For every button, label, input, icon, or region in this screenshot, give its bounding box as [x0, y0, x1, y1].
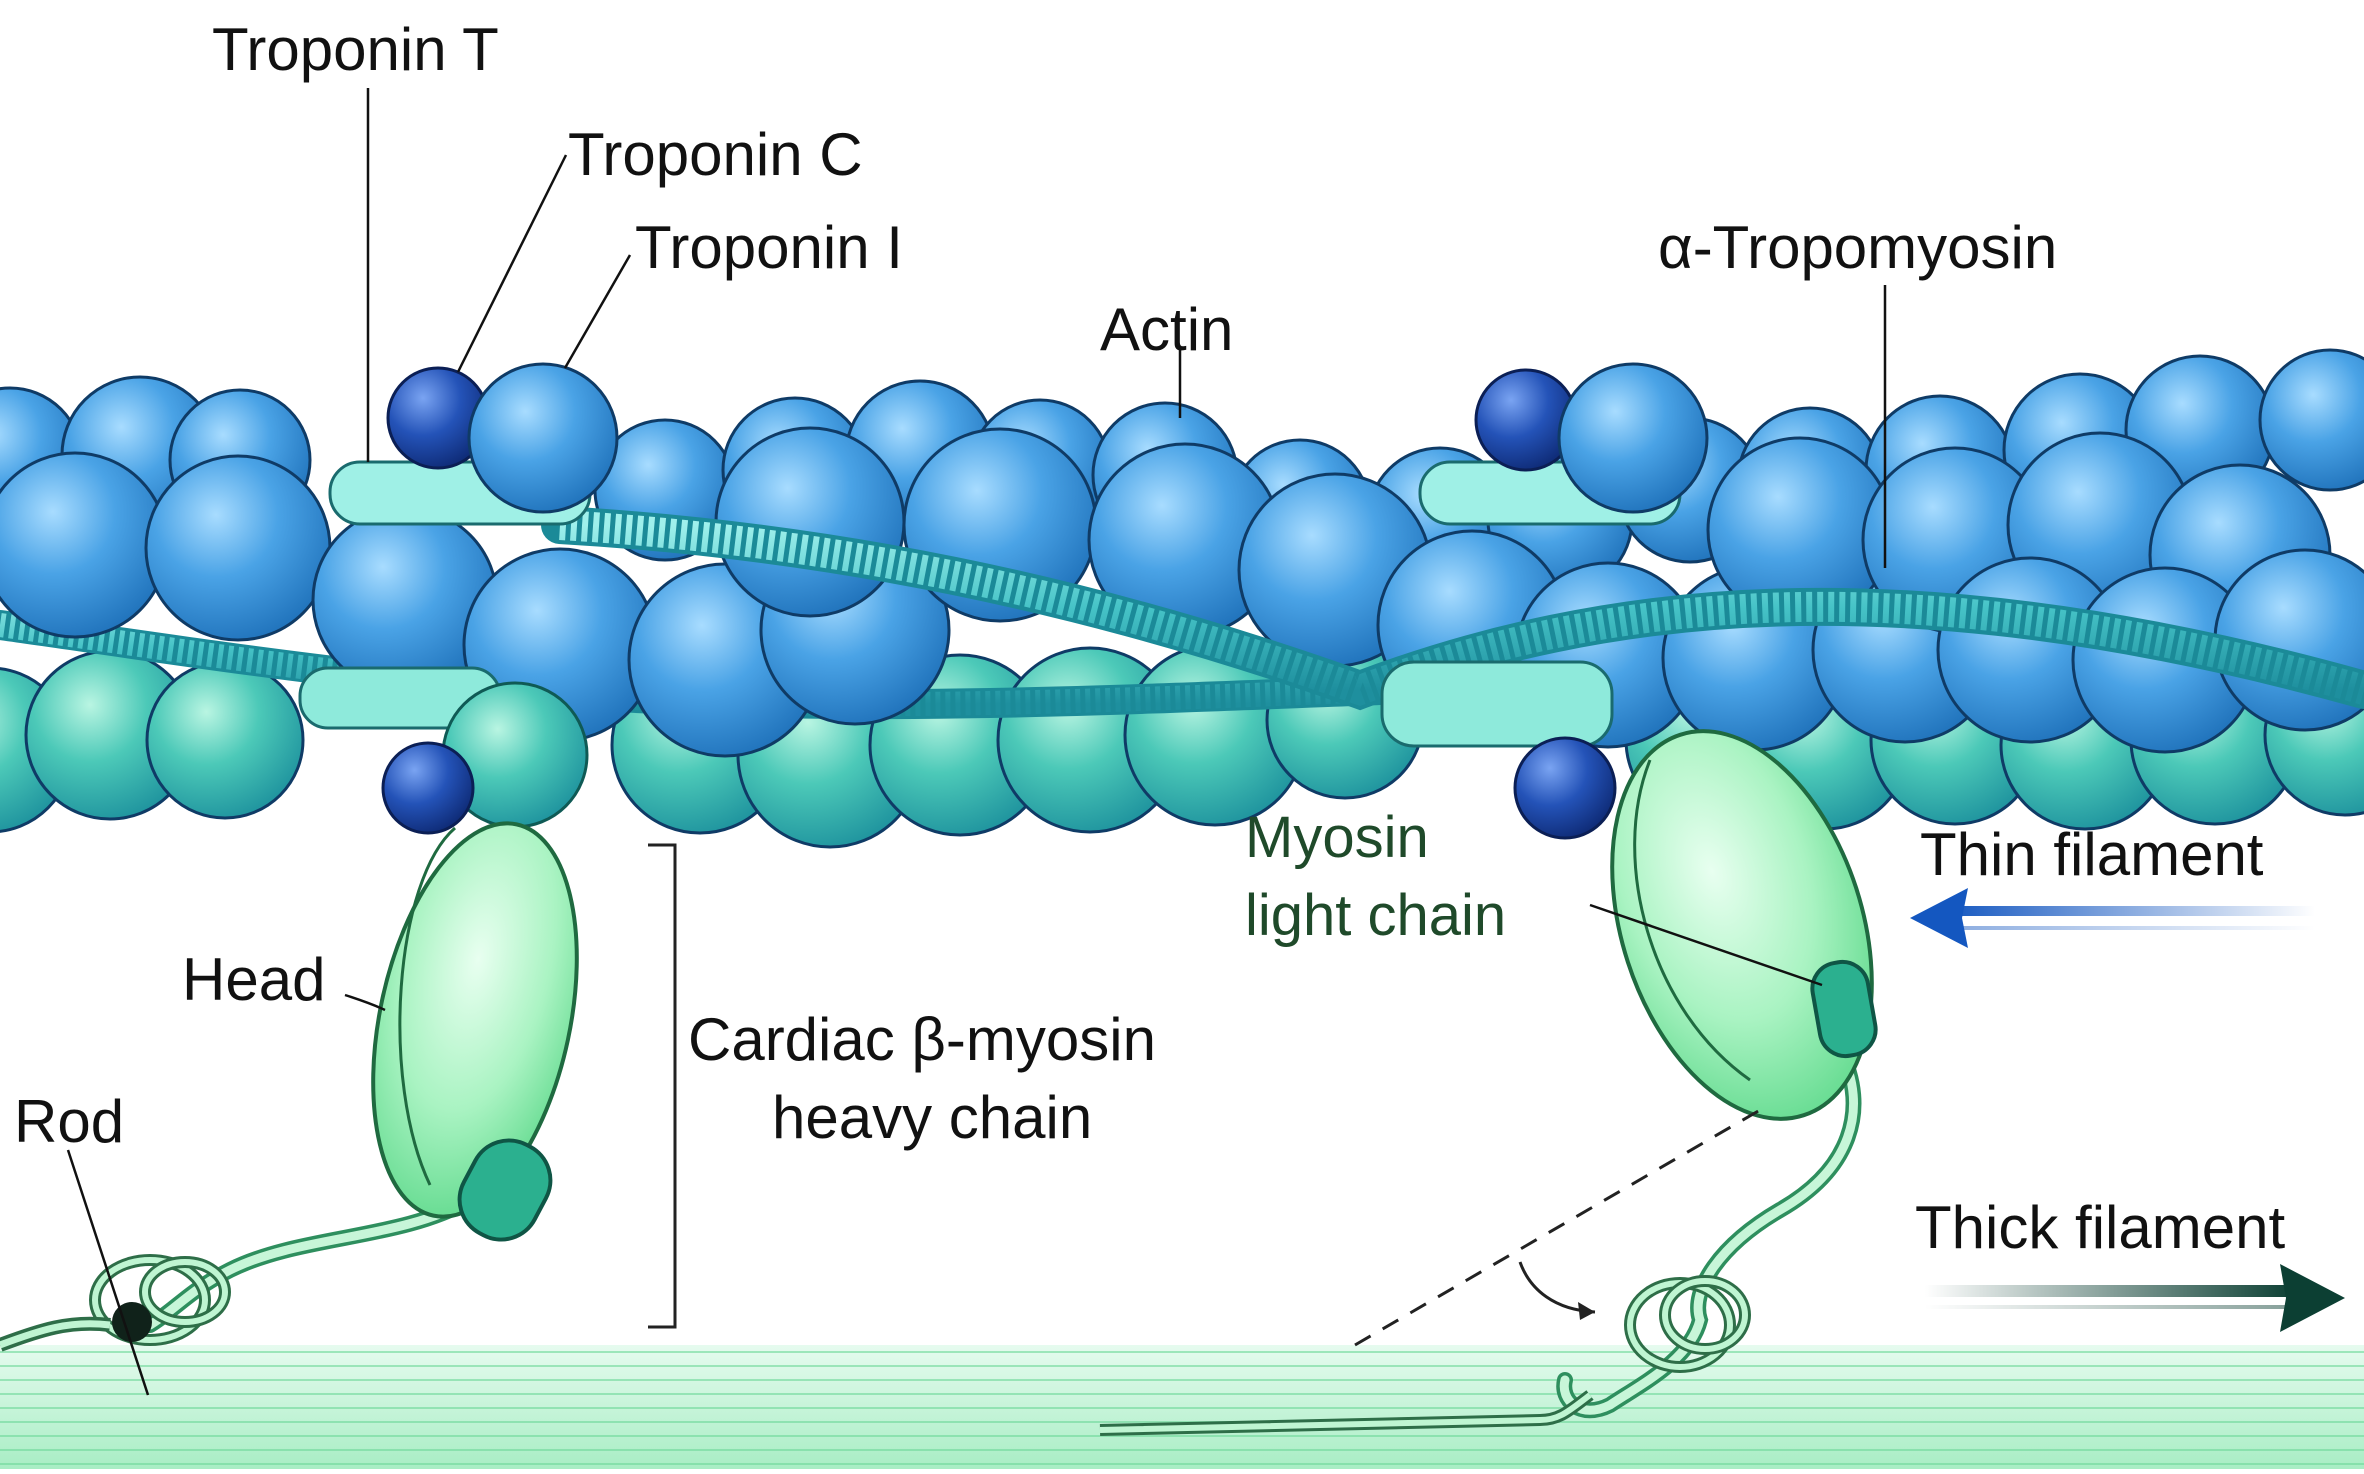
troponin-t-block-right-lower	[1380, 660, 1614, 748]
myosin-light-chain-left	[457, 1138, 553, 1242]
heavy-chain-label-line2: heavy chain	[772, 1084, 1092, 1151]
troponin-i-label: Troponin I	[635, 214, 903, 281]
troponin-complex-left	[298, 362, 619, 835]
actin-monomer	[145, 660, 305, 820]
myosin-molecule-right	[1099, 729, 1878, 1436]
alpha-tropomyosin-strand	[541, 506, 2364, 711]
head-label: Head	[182, 946, 325, 1013]
thick-filament-label: Thick filament	[1915, 1194, 2285, 1261]
rod-coil-right	[1624, 1275, 1751, 1373]
thin-filament-label: Thin filament	[1920, 821, 2264, 888]
actin-label: Actin	[1100, 296, 1233, 363]
rod-coil-left	[89, 1254, 231, 1346]
myosin-head-right	[1610, 729, 1874, 1121]
heavy-chain-label-line1: Cardiac β-myosin	[688, 1006, 1156, 1073]
rod-label: Rod	[14, 1088, 124, 1155]
troponin-dark-sphere-right-lower	[1513, 736, 1617, 840]
troponin-i-sphere	[467, 362, 619, 514]
lever-arm-angle-line	[1354, 1108, 1761, 1347]
actin-monomer	[2258, 348, 2364, 492]
myosin-head-left	[371, 821, 579, 1219]
thick-filament-arrow	[1925, 1264, 2345, 1332]
light-chain-label-line1: Myosin	[1245, 805, 1429, 870]
leader-lines	[66, 88, 1887, 1396]
troponin-dark-sphere-lower	[381, 741, 475, 835]
rotation-arrow	[1518, 1261, 1596, 1314]
myosin-light-chain-right	[1810, 959, 1878, 1059]
actin-monomer	[144, 454, 332, 642]
myosin-molecule-left	[0, 821, 579, 1352]
troponin-i-sphere-right	[1557, 362, 1709, 514]
thin-filament-arrow	[1910, 888, 2315, 948]
light-chain-label-line2: light chain	[1245, 883, 1506, 948]
troponin-t-label: Troponin T	[212, 16, 499, 83]
actin-monomer	[714, 426, 906, 618]
thick-filament-base	[0, 1345, 2364, 1469]
actin-monomer	[0, 451, 169, 639]
troponin-complex-right	[1380, 362, 1709, 840]
heavy-chain-bracket	[648, 843, 677, 1329]
troponin-c-label: Troponin C	[568, 121, 863, 188]
alpha-tropomyosin-label: α-Tropomyosin	[1658, 214, 2057, 281]
